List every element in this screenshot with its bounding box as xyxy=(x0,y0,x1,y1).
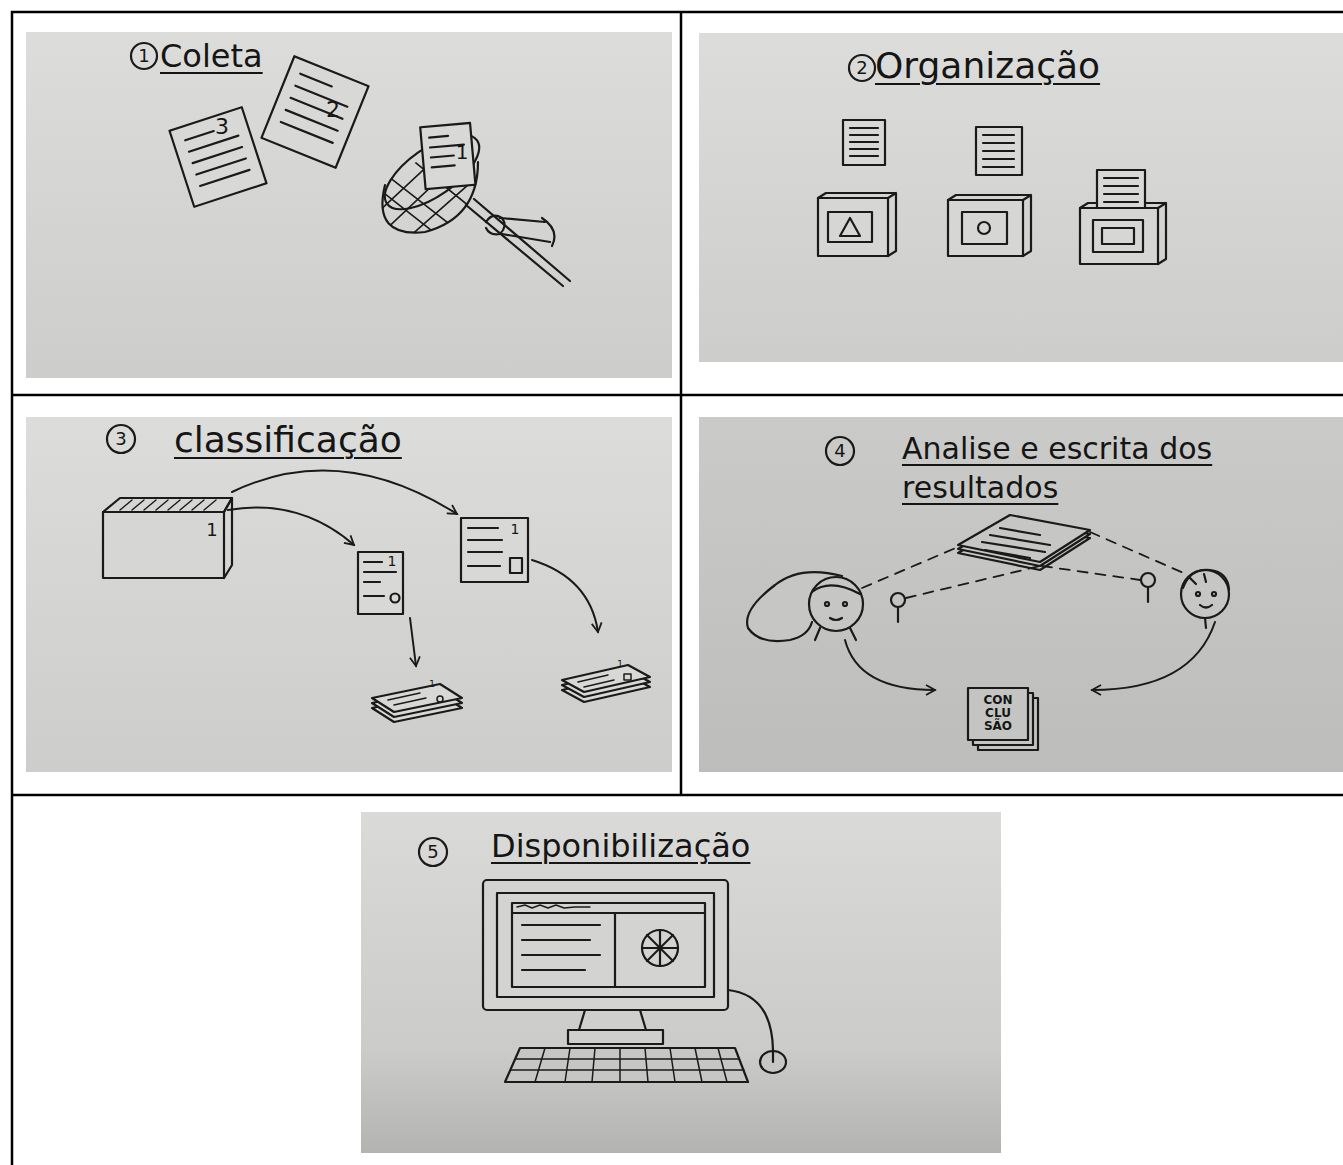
step-panel: classificação 3 1 1 1 1 1 xyxy=(26,417,672,772)
number-circle xyxy=(107,43,875,866)
number-label: 2 xyxy=(326,98,340,122)
step-panel: Disponibilização 5 xyxy=(361,812,1001,1153)
computer xyxy=(483,880,786,1082)
flow-arrow xyxy=(845,622,1215,690)
table-grid xyxy=(12,12,1343,1165)
person-woman xyxy=(747,572,863,641)
magnifier xyxy=(891,593,905,622)
document-icon xyxy=(976,127,1022,175)
flow-arrow xyxy=(228,471,598,666)
number-label: 1 xyxy=(511,522,520,537)
photo xyxy=(699,417,1343,772)
step-title: classificação xyxy=(174,417,402,464)
archive-box xyxy=(103,498,232,578)
magnifier xyxy=(1141,573,1155,602)
photo xyxy=(361,812,1001,1153)
step-panel: Coleta 1 3 2 1 xyxy=(26,32,672,378)
document-icon xyxy=(261,56,368,168)
paper-text: CON CLU SÃO xyxy=(978,694,1018,734)
number-label: 3 xyxy=(115,429,126,449)
document-stack xyxy=(958,515,1090,570)
sorting-box xyxy=(818,193,896,256)
document-stack xyxy=(562,665,650,702)
number-label: 1 xyxy=(429,680,435,690)
number-label: 1 xyxy=(456,141,469,163)
number-label: 4 xyxy=(834,441,845,461)
document-icon xyxy=(420,123,475,189)
dashed-line xyxy=(862,532,1188,598)
number-label: 1 xyxy=(388,554,397,569)
conclusion-paper xyxy=(968,688,1038,750)
step-title: Disponibilização xyxy=(491,826,750,868)
sorting-box xyxy=(1080,170,1166,264)
number-label: 1 xyxy=(617,660,623,670)
step-panel: Organização 2 xyxy=(699,33,1343,362)
step-title: Analise e escrita dos resultados xyxy=(902,429,1247,507)
photo xyxy=(26,417,672,772)
step-title: Organização xyxy=(875,43,1100,90)
number-label: 2 xyxy=(856,58,867,78)
number-label: 1 xyxy=(138,46,149,66)
document-stack xyxy=(372,684,462,722)
document-icon xyxy=(843,120,885,165)
sorting-box xyxy=(948,195,1031,256)
document-icon xyxy=(358,552,403,614)
photo xyxy=(699,33,1343,362)
photo xyxy=(26,32,672,378)
number-label: 3 xyxy=(215,115,229,139)
step-panel: Analise e escrita dos resultados 4CON CLU… xyxy=(699,417,1343,772)
number-label: 1 xyxy=(206,520,217,540)
document-icon xyxy=(461,518,528,582)
butterfly-net xyxy=(370,121,570,286)
number-label: 5 xyxy=(427,842,438,862)
document-icon xyxy=(169,107,266,207)
person-man xyxy=(1181,570,1229,628)
step-title: Coleta xyxy=(160,36,263,78)
